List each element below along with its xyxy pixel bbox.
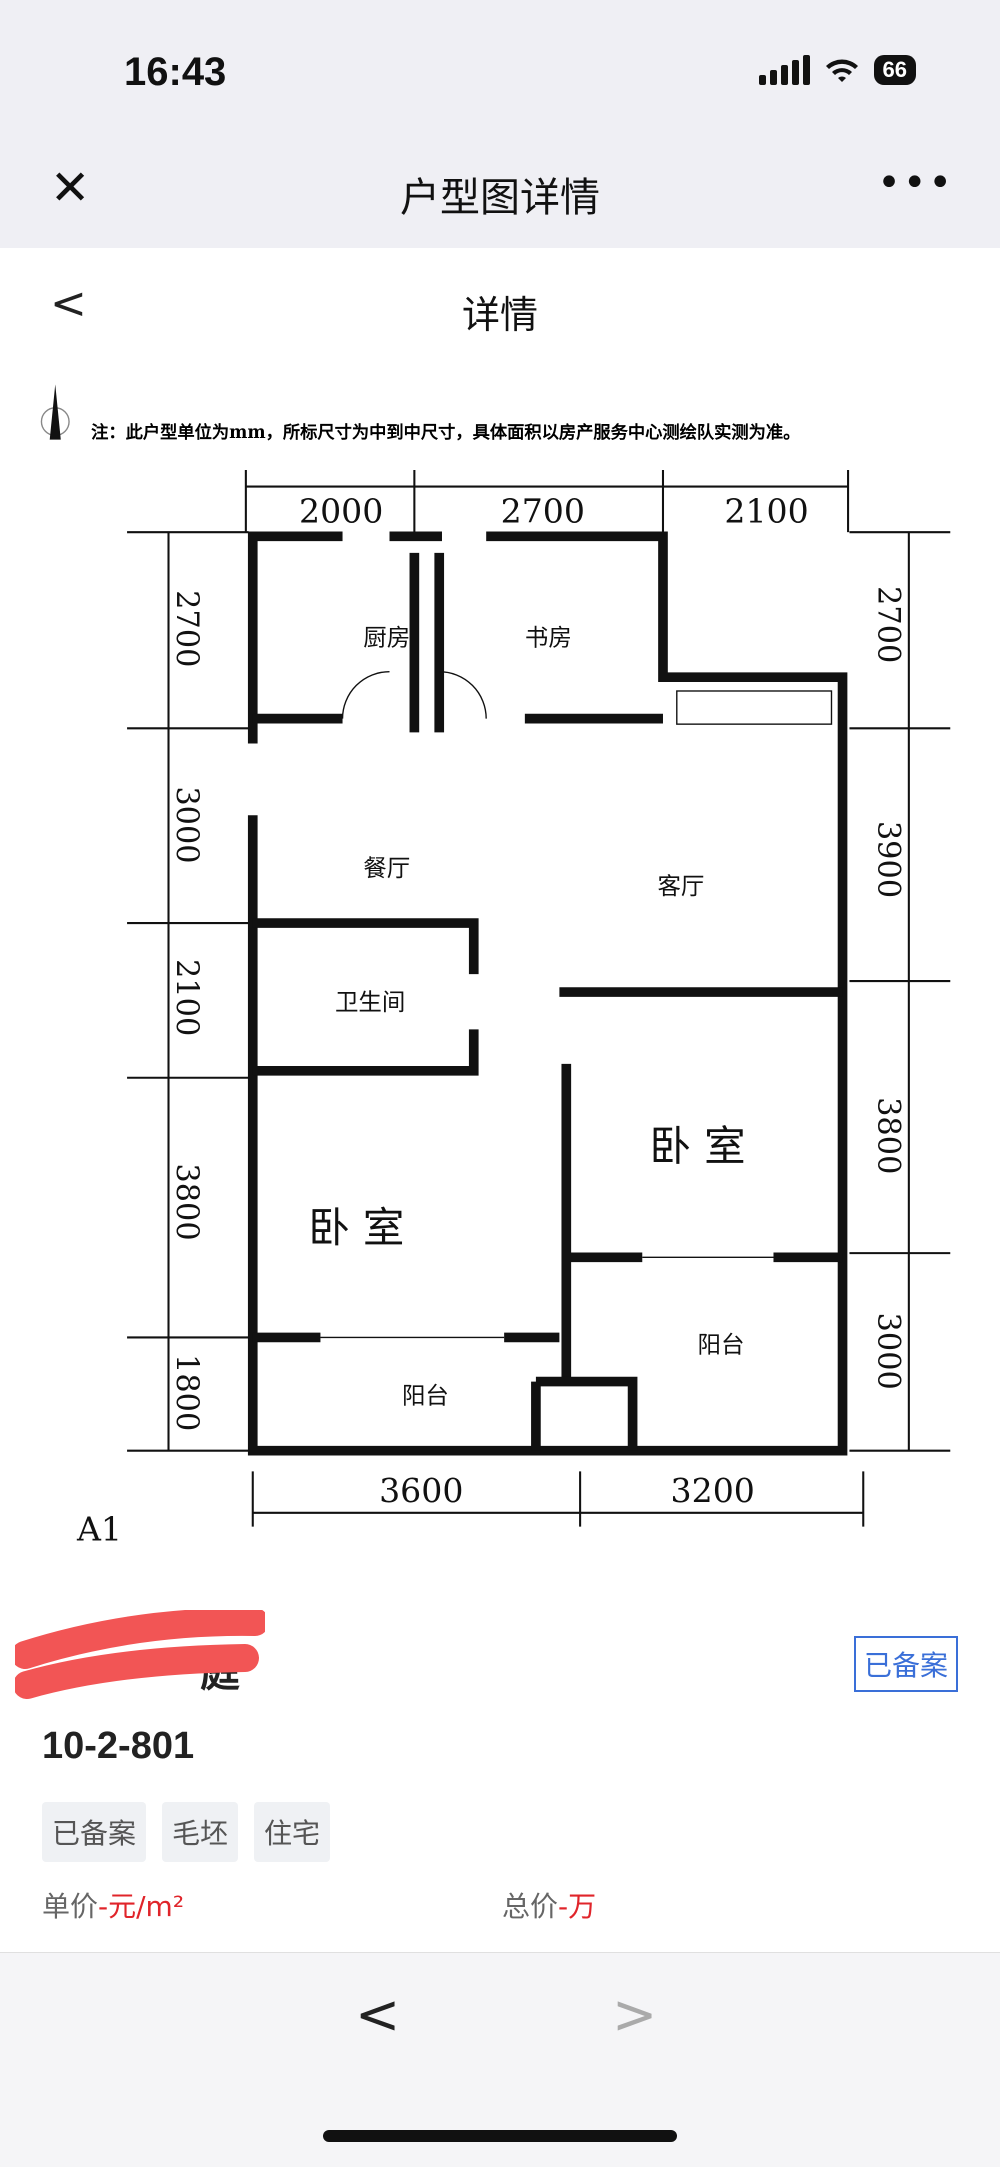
signal-icon [758,55,810,85]
walls [247,531,848,1456]
dim-left: 3000 [169,786,204,863]
dim-top: 2100 [724,491,808,530]
detail-header: < 详情 [0,248,1000,370]
tag: 住宅 [254,1802,331,1862]
tag: 已备案 [42,1802,147,1862]
total-price-label: 总价 [502,1890,559,1923]
room-label: 阳台 [698,1331,745,1359]
chevron-right-icon[interactable]: > [612,1983,658,2046]
unit-number: 10-2-801 [42,1725,195,1767]
battery-icon: 66 [873,55,916,85]
tag-list: 已备案 毛坯 住宅 [42,1802,331,1862]
total-price: 总价-万 [502,1885,596,1925]
status-time: 16:43 [124,50,227,94]
dim-right: 3900 [870,821,905,898]
compass-icon [40,384,70,440]
unit-price: 单价-元/m² [42,1885,184,1925]
dim-bottom: 3200 [671,1471,755,1510]
bottom-nav: < > [0,1952,1000,2167]
wifi-icon [825,59,858,82]
chevron-left-icon[interactable]: < [355,1983,401,2046]
room-label: 客厅 [657,872,704,900]
page-title: 户型图详情 [400,175,600,221]
room-label: 卧 室 [650,1123,746,1171]
chevron-left-icon[interactable]: < [50,278,87,329]
more-dots-icon[interactable]: ••• [877,160,954,206]
filed-badge: 已备案 [853,1636,958,1692]
unit-price-label: 单价 [42,1890,99,1923]
dim-top: 2700 [501,491,585,530]
redaction-mark [15,1610,265,1699]
status-icons: 66 [758,55,916,85]
detail-title: 详情 [461,293,538,337]
dim-top: 2000 [299,491,383,530]
unit-price-value: -元/m² [98,1890,185,1923]
room-label: 厨房 [363,623,410,651]
plan-type-label: A1 [76,1509,122,1548]
dim-left: 2700 [169,590,204,667]
total-price-value: -万 [558,1890,597,1923]
room-label: 卧 室 [308,1204,404,1252]
top-bar: 16:43 66 ✕ 户型图详情 ••• [0,0,1000,248]
room-label: 阳台 [402,1382,449,1410]
tag: 毛坯 [162,1802,239,1862]
plan-note: 注：此户型单位为mm，所标尺寸为中到中尺寸，具体面积以房产服务中心测绘队实测为准… [91,422,800,443]
dim-left: 2100 [169,959,204,1036]
dim-right: 3000 [870,1313,905,1390]
room-label: 书房 [525,623,572,651]
dim-left: 3800 [169,1163,204,1240]
floor-plan-image[interactable]: 注：此户型单位为mm，所标尺寸为中到中尺寸，具体面积以房产服务中心测绘队实测为准… [0,370,1000,1570]
dim-right: 3800 [870,1097,905,1174]
home-indicator[interactable] [323,2130,677,2142]
dim-bottom: 3600 [379,1471,463,1510]
dim-left: 1800 [169,1354,204,1431]
room-label: 卫生间 [335,988,405,1016]
close-icon[interactable]: ✕ [50,160,91,216]
dim-right: 2700 [870,586,905,663]
room-label: 餐厅 [363,854,410,882]
